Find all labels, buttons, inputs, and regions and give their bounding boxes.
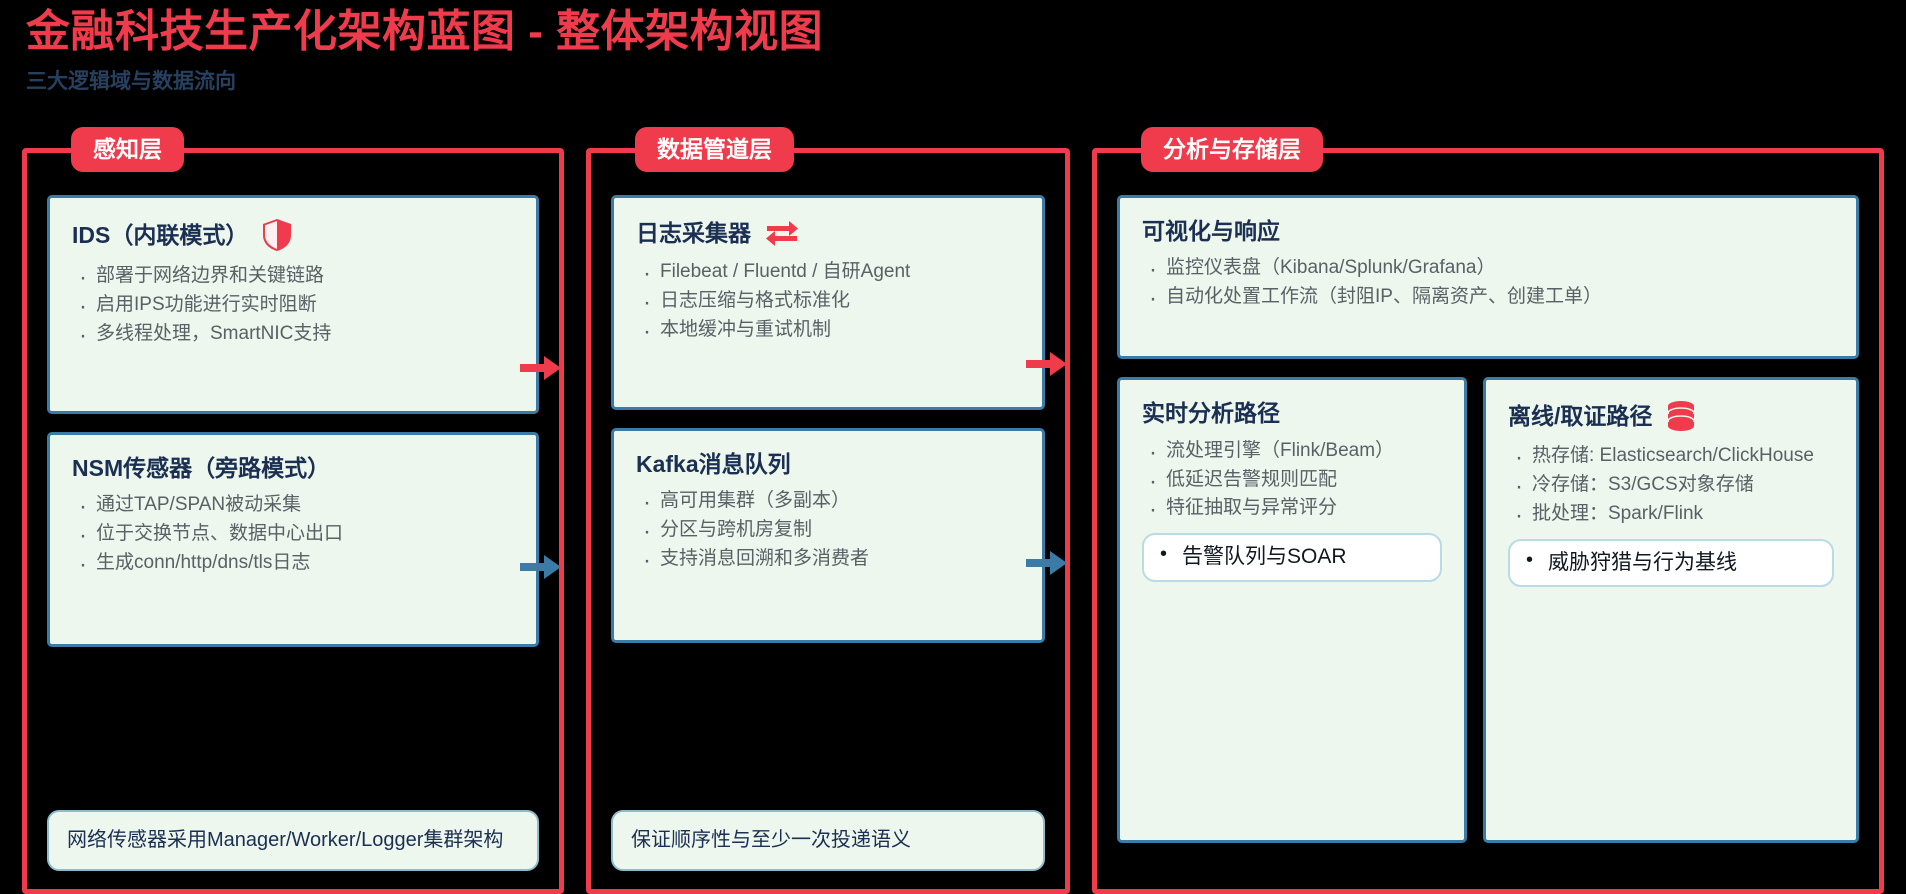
card-bullets-nsm-sensor: 通过TAP/SPAN被动采集 位于交换节点、数据中心出口 生成conn/http… [72, 489, 514, 583]
card-header: IDS（内联模式） [72, 218, 514, 252]
arrow-pipeline-to-analytics-top [1026, 349, 1068, 379]
realtime-path-column: 实时分析路径 流处理引擎（Flink/Beam） 低延迟告警规则匹配 特征抽取与… [1117, 377, 1467, 843]
exchange-arrows-icon [765, 218, 799, 248]
card-header: Kafka消息队列 [636, 451, 1020, 477]
diagram-header: 金融科技生产化架构蓝图 - 整体架构视图 三大逻辑域与数据流向 [26, 7, 1876, 94]
spacer [1117, 861, 1859, 871]
panel-chip-analytics-storage: 分析与存储层 [1141, 127, 1323, 172]
list-item: 位于交换节点、数据中心出口 [72, 518, 514, 554]
card-title-ids: IDS（内联模式） [72, 221, 249, 248]
arrow-pipeline-to-analytics-bottom [1026, 548, 1068, 578]
card-title-visualization-response: 可视化与响应 [1142, 218, 1280, 244]
panels-row: 感知层 IDS（内联模式） 部署于网络边界和关键链路 启用IPS功能进行实时阻断 [0, 127, 1906, 894]
card-kafka-queue[interactable]: Kafka消息队列 高可用集群（多副本） 分区与跨机房复制 支持消息回溯和多消费… [611, 427, 1067, 643]
panel-sensing-layer: 感知层 IDS（内联模式） 部署于网络边界和关键链路 启用IPS功能进行实时阻断 [22, 127, 564, 894]
card-bullets-kafka-queue: 高可用集群（多副本） 分区与跨机房复制 支持消息回溯和多消费者 [636, 485, 1020, 579]
card-title-offline-forensics: 离线/取证路径 [1508, 402, 1653, 429]
list-item: 流处理引擎（Flink/Beam） [1142, 435, 1442, 471]
card-bullets-visualization-response: 监控仪表盘（Kibana/Splunk/Grafana） 自动化处置工作流（封阻… [1142, 252, 1834, 317]
list-item: 高可用集群（多副本） [636, 485, 1020, 521]
card-bullets-log-collector: Filebeat / Fluentd / 自研Agent 日志压缩与格式标准化 … [636, 256, 1020, 350]
offline-path-column: 离线/取证路径 [1483, 377, 1859, 843]
card-title-realtime-analysis: 实时分析路径 [1142, 400, 1280, 427]
list-item: Filebeat / Fluentd / 自研Agent [636, 256, 1020, 292]
panel-analytics-storage-layer: 分析与存储层 可视化与响应 监控仪表盘（Kibana/Splunk/Grafan… [1092, 127, 1884, 894]
card-nsm-sensor[interactable]: NSM传感器（旁路模式） 通过TAP/SPAN被动采集 位于交换节点、数据中心出… [47, 431, 561, 647]
card-header: NSM传感器（旁路模式） [72, 455, 514, 481]
card-log-collector[interactable]: 日志采集器 Filebeat / Fluentd / 自研Agent 日志压缩与… [611, 195, 1067, 410]
panel-data-pipeline-layer: 数据管道层 日志采集器 Filebeat / Fluentd / 自研Agent… [586, 127, 1070, 894]
spacer [47, 665, 539, 792]
card-bullets-ids: 部署于网络边界和关键链路 启用IPS功能进行实时阻断 多线程处理，SmartNI… [72, 260, 514, 354]
card-header: 实时分析路径 [1142, 400, 1442, 426]
database-icon [1666, 400, 1696, 432]
card-ids[interactable]: IDS（内联模式） 部署于网络边界和关键链路 启用IPS功能进行实时阻断 多线程… [47, 195, 561, 414]
card-title-log-collector: 日志采集器 [636, 219, 751, 246]
list-item: 启用IPS功能进行实时阻断 [72, 289, 514, 325]
list-item: 低延迟告警规则匹配 [1142, 464, 1442, 500]
note-sensing-layer: 网络传感器采用Manager/Worker/Logger集群架构 [47, 810, 539, 871]
arrow-sensing-to-pipeline-bottom [520, 552, 562, 582]
spacer [611, 661, 1045, 792]
card-header: 离线/取证路径 [1508, 400, 1834, 432]
page-subtitle: 三大逻辑域与数据流向 [26, 70, 236, 94]
page-title: 金融科技生产化架构蓝图 - 整体架构视图 [26, 7, 824, 56]
list-item: 监控仪表盘（Kibana/Splunk/Grafana） [1142, 252, 1834, 288]
analytics-paths-row: 实时分析路径 流处理引擎（Flink/Beam） 低延迟告警规则匹配 特征抽取与… [1117, 377, 1859, 843]
card-header: 可视化与响应 [1142, 218, 1834, 244]
list-item: 多线程处理，SmartNIC支持 [72, 318, 514, 354]
card-realtime-analysis[interactable]: 实时分析路径 流处理引擎（Flink/Beam） 低延迟告警规则匹配 特征抽取与… [1117, 377, 1467, 843]
card-visualization-response[interactable]: 可视化与响应 监控仪表盘（Kibana/Splunk/Grafana） 自动化处… [1117, 195, 1859, 360]
shield-icon [262, 218, 292, 252]
card-title-kafka-queue: Kafka消息队列 [636, 450, 791, 477]
card-bullets-realtime-analysis: 流处理引擎（Flink/Beam） 低延迟告警规则匹配 特征抽取与异常评分 [1142, 435, 1442, 529]
arrow-sensing-to-pipeline-top [520, 353, 562, 383]
panel-chip-sensing: 感知层 [71, 127, 184, 172]
list-item: 热存储: Elasticsearch/ClickHouse [1508, 440, 1834, 476]
note-data-pipeline-layer: 保证顺序性与至少一次投递语义 [611, 810, 1045, 871]
pill-alert-queue-soar[interactable]: 告警队列与SOAR [1142, 533, 1442, 582]
list-item: 分区与跨机房复制 [636, 514, 1020, 550]
list-item: 通过TAP/SPAN被动采集 [72, 489, 514, 525]
list-item: 部署于网络边界和关键链路 [72, 260, 514, 296]
pill-threat-hunting-baseline[interactable]: 威胁狩猎与行为基线 [1508, 538, 1834, 588]
list-item: 支持消息回溯和多消费者 [636, 543, 1020, 579]
panel-chip-data-pipeline: 数据管道层 [635, 127, 794, 172]
list-item: 本地缓冲与重试机制 [636, 314, 1020, 350]
card-title-nsm-sensor: NSM传感器（旁路模式） [72, 454, 331, 481]
card-bullets-offline-forensics: 热存储: Elasticsearch/ClickHouse 冷存储：S3/GCS… [1508, 440, 1834, 534]
card-header: 日志采集器 [636, 218, 1020, 248]
list-item: 自动化处置工作流（封阻IP、隔离资产、创建工单） [1142, 281, 1834, 317]
list-item: 特征抽取与异常评分 [1142, 492, 1442, 528]
list-item: 日志压缩与格式标准化 [636, 285, 1020, 321]
list-item: 冷存储：S3/GCS对象存储 [1508, 469, 1834, 505]
list-item: 批处理：Spark/Flink [1508, 498, 1834, 534]
card-offline-forensics[interactable]: 离线/取证路径 [1483, 377, 1859, 843]
list-item: 生成conn/http/dns/tls日志 [72, 547, 514, 583]
